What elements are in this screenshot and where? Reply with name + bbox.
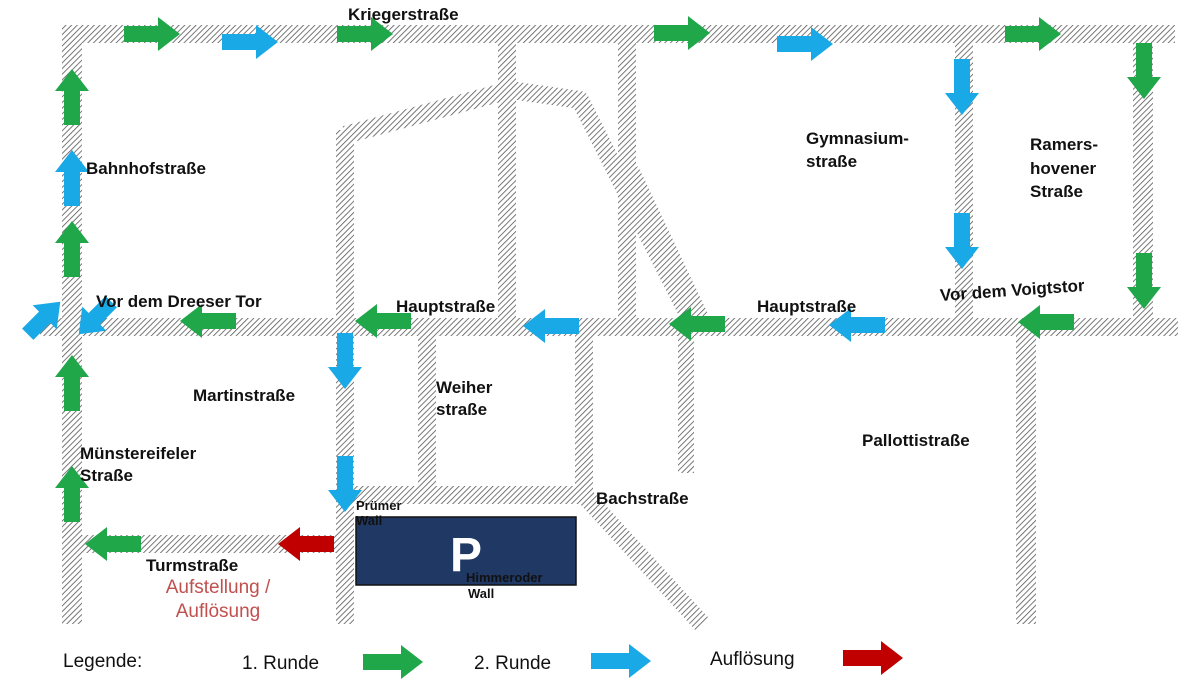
label-pallottistrasse: Pallottistraße: [862, 431, 970, 450]
label-aufstellung: Aufstellung /: [165, 577, 271, 598]
arrow-martin-2: [328, 456, 362, 512]
label-himmeroder-wall-2: Wall: [468, 586, 495, 601]
arrow-haupt-4: [829, 308, 885, 342]
arrow-krieger-5: [777, 27, 833, 61]
arrow-bahnhof-3: [55, 221, 89, 277]
arrow-gymnasium-2: [945, 213, 979, 269]
streets-diagonal: [342, 81, 709, 631]
label-weiherstrasse-2: straße: [436, 400, 488, 419]
label-bahnhofstrasse: Bahnhofstraße: [86, 159, 206, 178]
arrow-martin-1: [328, 333, 362, 389]
arrow-bahnhof-2: [55, 150, 89, 206]
street-bachstrasse-vertical: [575, 318, 593, 504]
legend-round2-arrow: [591, 644, 651, 678]
label-turmstrasse: Turmstraße: [146, 556, 239, 575]
street-diagonal-mid: [621, 166, 709, 322]
arrow-dreeser-1: [180, 304, 236, 338]
street-hauptstrasse: [40, 318, 1178, 336]
street-weiherstrasse: [418, 318, 436, 504]
parking-p-label: P: [450, 529, 482, 582]
label-weiherstrasse-1: Weiher: [436, 378, 493, 397]
legend-arrows: [363, 641, 903, 679]
arrow-dreeser-cross-2: [78, 296, 117, 335]
label-ramershovener-3: Straße: [1030, 182, 1083, 201]
street-pruemer-wall: [336, 486, 593, 504]
arrow-haupt-3: [669, 307, 725, 341]
legend-title: Legende:: [63, 651, 143, 672]
label-gymnasiumstrasse-2: straße: [806, 152, 858, 171]
street-stub-vertical: [678, 318, 694, 473]
arrow-haupt-2: [523, 309, 579, 343]
arrow-krieger-1: [124, 17, 180, 51]
arrow-dreeser-cross-1: [22, 301, 61, 340]
arrow-krieger-2: [222, 25, 278, 59]
arrow-muenster-1: [55, 355, 89, 411]
label-muenstereifeler-1: Münstereifeler: [80, 444, 197, 463]
street-pallottistrasse: [1016, 318, 1036, 624]
arrow-krieger-6: [1005, 17, 1061, 51]
label-ramershovener-2: hovener: [1030, 159, 1097, 178]
arrow-ramers-1: [1127, 43, 1161, 99]
arrow-gymnasium-1: [945, 59, 979, 115]
label-pruemer-wall-2: Wall: [356, 513, 383, 528]
street-diagonal-upper: [342, 81, 699, 323]
label-gymnasiumstrasse-1: Gymnasium-: [806, 129, 909, 148]
label-pruemer-wall-1: Prümer: [356, 498, 402, 513]
label-kriegerstrasse: Kriegerstraße: [348, 5, 459, 24]
legend-dissolution-label: Auflösung: [710, 649, 795, 670]
legend-dissolution-arrow: [843, 641, 903, 675]
label-martinstrasse: Martinstraße: [193, 386, 296, 405]
label-himmeroder-wall-1: Himmeroder: [466, 570, 543, 585]
label-aufloesung: Auflösung: [175, 601, 261, 622]
arrow-turm-green: [85, 527, 141, 561]
label-hauptstrasse-left: Hauptstraße: [396, 297, 496, 316]
legend-round1-arrow: [363, 645, 423, 679]
label-hauptstrasse-right: Hauptstraße: [757, 297, 857, 316]
label-ramershovener-1: Ramers-: [1030, 135, 1099, 154]
arrow-turm-red: [278, 527, 334, 561]
route-arrows: [22, 16, 1161, 561]
legend-round2-label: 2. Runde: [474, 653, 552, 674]
arrow-krieger-3: [337, 17, 393, 51]
arrow-muenster-2: [55, 466, 89, 522]
label-bachstrasse: Bachstraße: [596, 489, 689, 508]
arrow-ramers-2: [1127, 253, 1161, 309]
arrow-bahnhof-1: [55, 69, 89, 125]
arrow-haupt-1: [355, 304, 411, 338]
legend-round1-label: 1. Runde: [242, 653, 320, 674]
street-diagonal-bachstrasse: [577, 488, 709, 631]
parking-area: [355, 516, 577, 586]
label-vor-dem-dreeser-tor: Vor dem Dreeser Tor: [96, 292, 262, 311]
label-muenstereifeler-2: Straße: [80, 466, 133, 485]
arrow-voigtstor-1: [1018, 305, 1074, 339]
arrow-krieger-4: [654, 16, 710, 50]
street-vertical-a: [498, 25, 516, 330]
